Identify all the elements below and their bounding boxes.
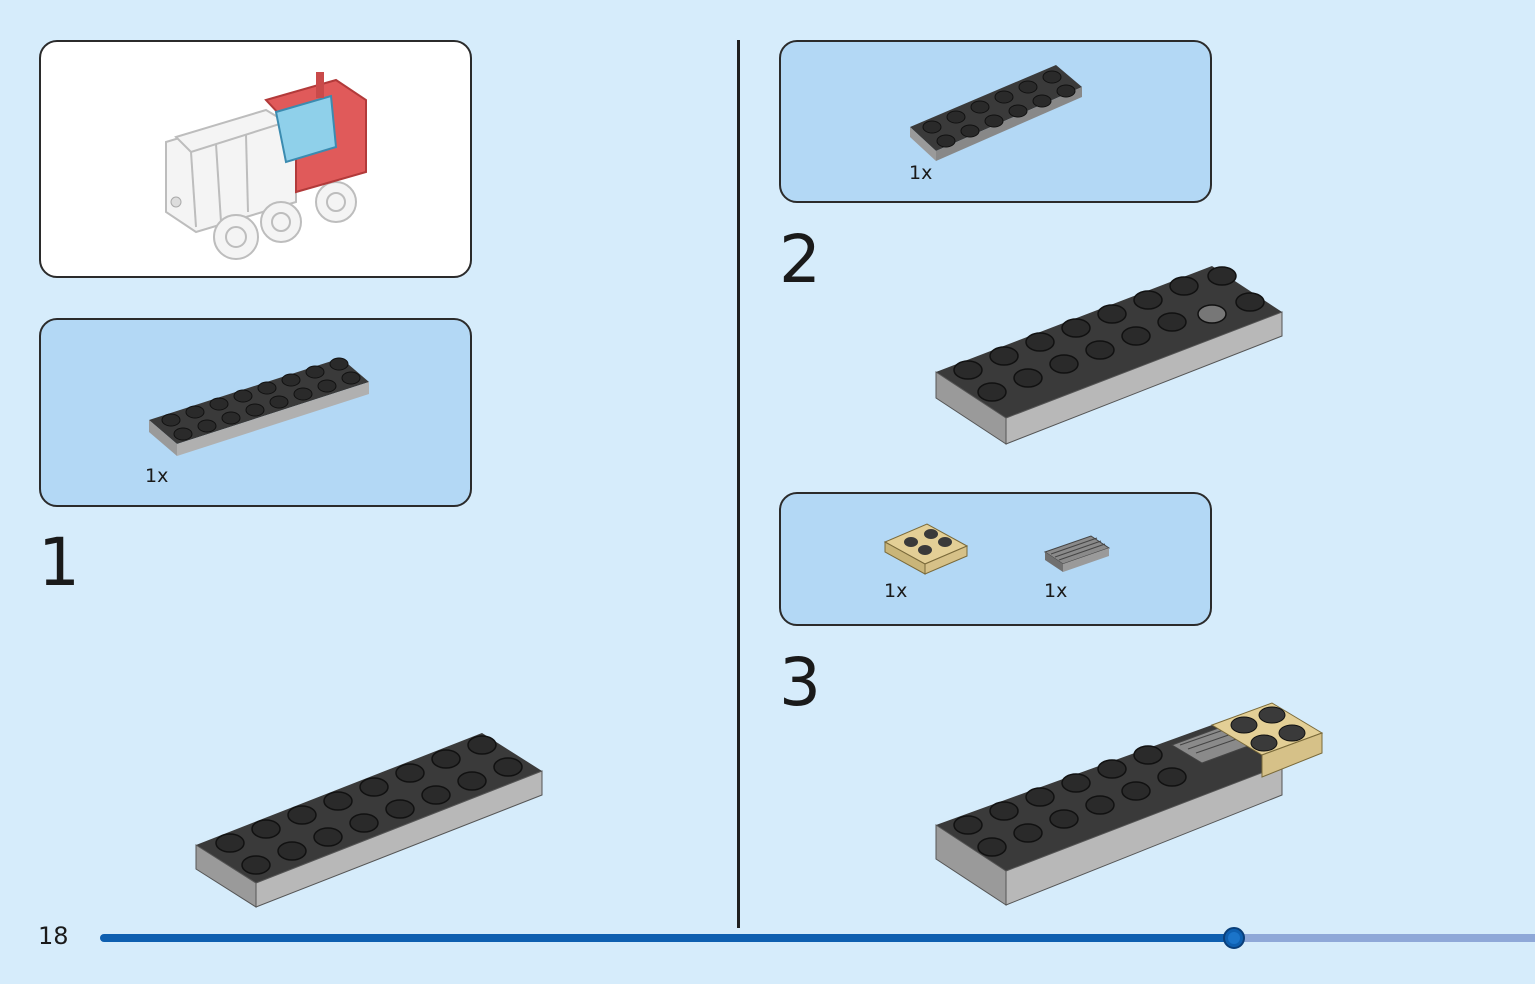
step-1-part-qty: 1x xyxy=(145,465,169,487)
plates-with-tan-plate-assembly-icon xyxy=(935,702,1324,906)
truck-model-icon xyxy=(165,72,367,260)
step-2-parts-box: 1x xyxy=(779,40,1212,203)
page-number: 18 xyxy=(38,922,69,950)
progress-knob xyxy=(1222,927,1245,949)
plate-2x8-assembly-icon xyxy=(195,733,543,908)
step-2-part-qty: 1x xyxy=(909,162,933,184)
step-2-number: 2 xyxy=(779,221,821,298)
step-1-parts-box: 1x xyxy=(39,318,472,507)
grille-tile-1x2-gray-icon xyxy=(1043,535,1111,572)
stacked-plates-assembly-icon xyxy=(935,266,1283,445)
plate-2x6-dark-gray-icon xyxy=(910,65,1082,161)
step-3-part-2-qty: 1x xyxy=(1044,580,1068,602)
step-1-number: 1 xyxy=(38,524,80,601)
step-3-number: 3 xyxy=(779,644,821,721)
plate-2x8-dark-gray-icon xyxy=(149,357,369,456)
step-3-parts-box: 1x 1x xyxy=(779,492,1212,626)
progress-bar-filled xyxy=(100,934,1234,942)
model-preview-box xyxy=(39,40,472,278)
plate-2x2-tan-icon xyxy=(883,523,969,575)
page-divider xyxy=(737,40,740,928)
step-3-part-1-qty: 1x xyxy=(884,580,908,602)
progress-bar-remaining xyxy=(1233,934,1535,942)
